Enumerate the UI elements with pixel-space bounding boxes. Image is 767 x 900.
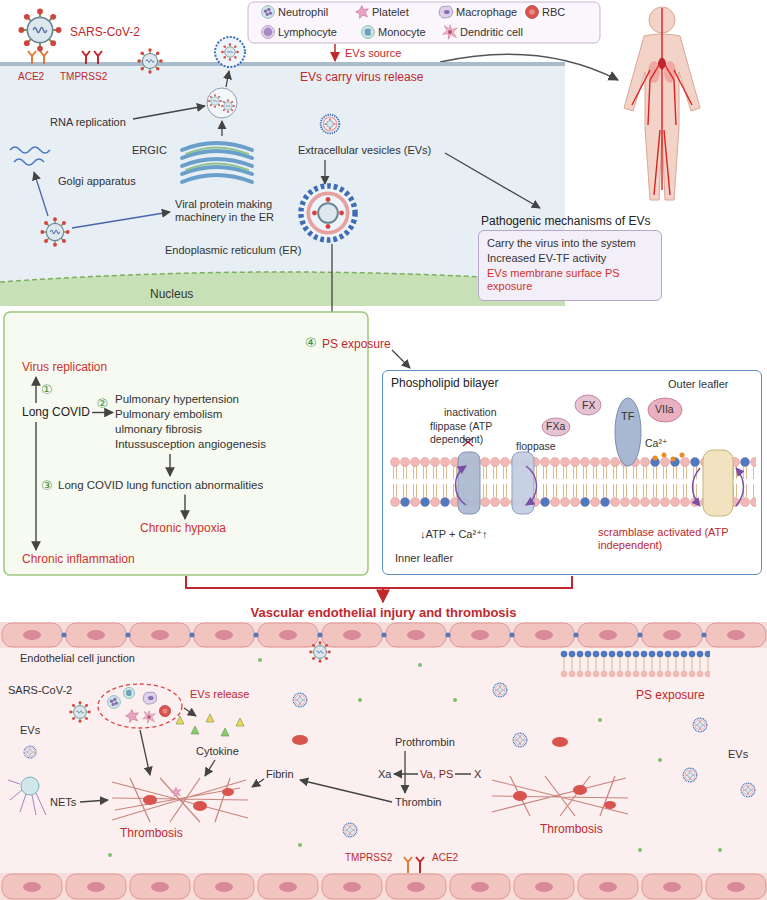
outcome-text: Virus replication [22,360,107,375]
ps-arrow [392,350,410,368]
label-text: EVs carry virus release [300,70,423,84]
legend-text: Macrophage [456,6,517,19]
label-text: Endothelial cell junction [20,652,135,665]
flow-arrow [184,494,185,519]
label-text: TMPRSS2 [345,852,392,864]
label-text: SARS-CoV-2 [70,25,140,39]
flow-arrow [35,377,36,403]
mechanism-box: Pathogenic mechanisms of EVsCarry the vi… [478,230,662,301]
flow-arrow [35,422,36,550]
label-text: Nucleus [150,287,193,301]
label-text: X [474,768,481,781]
label-text: flippase (ATP dependent) [430,420,518,445]
label-text: inactivation [444,406,497,419]
label-text: EVs [728,748,748,761]
label-text: Ca²⁺ [645,437,667,450]
long-covid-panel [4,312,368,575]
label-text: Golgi apparatus [58,175,136,188]
merge-bracket [186,576,572,600]
label-text: Extracellular vesicles (EVs) [298,144,431,157]
label-text: SARS-CoV-2 [8,684,72,697]
label-text: PS exposure [636,688,705,702]
label-text: ↓ATP + Ca²⁺↑ [420,528,487,541]
label-text: Thrombosis [120,826,183,840]
flow-arrow [169,454,170,476]
human-body [624,7,700,200]
source-arrow [334,44,336,61]
heading-text: Pathogenic mechanisms of EVs [481,214,650,229]
legend-text: Monocyte [378,26,426,39]
legend-text: Neutrophil [278,6,328,19]
condition-list: Pulmonary hypertensionPulmonary embolism… [115,392,266,452]
label-text: TMPRSS2 [60,71,107,83]
legend-text: Lymphocyte [278,26,337,39]
label-text: Xa [378,768,391,781]
label-text: FXa [546,420,565,433]
label-text: Thrombin [395,796,441,809]
blood-vessel [0,622,767,900]
label-text: Va, PS [418,768,455,781]
label-text: ACE2 [18,71,44,83]
node-text: Intussusception angiogenesis [115,437,266,452]
label-text: Outer leafler [668,378,729,391]
label-text: Fibrin [266,768,294,781]
label-text: floppase [516,440,556,453]
label-text: scramblase activated (ATP independent) [598,526,738,552]
node-text: ulmonary fibrosis [115,422,266,437]
label-text: Endoplasmic reticulum (ER) [165,244,301,257]
node-text: Increased EV-TF activity [487,252,653,266]
label-text: EVs release [190,688,249,701]
label-text: NETs [50,796,76,809]
label-text: TF [621,410,634,423]
label-text: EVs [20,724,40,737]
node-text: Carry the virus into the system [487,237,653,251]
label-text: ACE2 [432,852,458,864]
step-number: ③ [41,478,53,494]
process-text: Long COVID lung function abnormalities [58,478,263,492]
outcome-text: Chronic hypoxia [140,521,226,536]
step-number: ② [97,396,109,412]
label-text: ④ [305,335,317,351]
label-text: ERGIC [132,144,167,157]
label-text: Thrombosis [540,822,603,836]
node-text: Chronic hypoxia [140,521,226,536]
legend-panel [248,2,600,43]
label-text: Prothrombin [395,736,455,749]
bracket-arrow [382,594,384,602]
label-text: Cytokine [196,745,239,758]
node-text: Virus replication [22,360,107,375]
source-text: Long COVID [22,405,90,420]
label-text: Inner leafler [395,552,453,565]
node-text: Chronic inflammation [22,552,135,567]
node-text: Pulmonary embolism [115,407,266,422]
legend-text: Dendritic cell [460,26,523,39]
legend-text: Platelet [372,6,409,19]
label-text: EVs source [345,47,401,60]
label-text: FX [582,399,595,412]
label-text: VIIa [655,403,674,416]
legend-text: RBC [542,6,565,19]
node-text: Pulmonary hypertension [115,392,266,407]
node-text: Long COVID lung function abnormalities [58,478,263,492]
heading-text: Vascular endothelial injury and thrombos… [0,605,767,621]
flow-arrow [92,412,113,413]
bilayer-panel: Phospholipid bilayer [382,370,762,575]
outcome-text: Chronic inflammation [22,552,135,567]
label-text: PS exposure [322,337,391,351]
label-text: Viral protein making machinery in the ER [175,198,293,224]
bilayer-illustration [383,371,761,574]
step-number: ① [41,382,53,398]
node-text: EVs membrane surface PS exposure [487,267,653,295]
label-text: RNA replication [50,116,126,129]
node-text: Long COVID [22,405,90,420]
